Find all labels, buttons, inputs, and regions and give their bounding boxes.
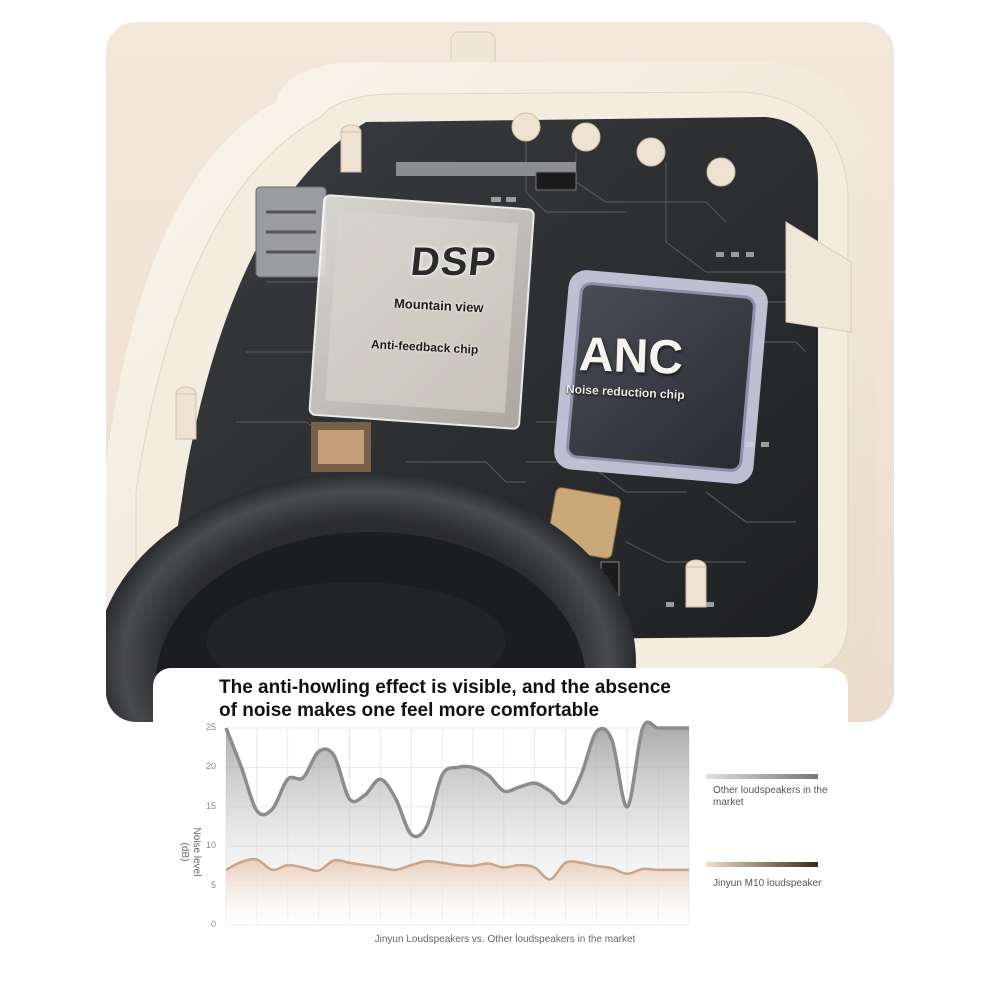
y-axis-label-line-2: (dB) (179, 842, 190, 862)
x-axis-label: Jinyun Loudspeakers vs. Other loudspeake… (374, 934, 636, 945)
y-tick-label: 25 (205, 722, 216, 732)
chart-headline: The anti-howling effect is visible, and … (219, 676, 739, 722)
series-m10-area (226, 859, 689, 925)
chart-areas (224, 720, 690, 925)
series-other-line (224, 720, 690, 839)
speaker-internals-illustration (106, 31, 876, 722)
y-axis-label-line-1: Noise level (191, 827, 202, 877)
headline-line-2: of noise makes one feel more comfortable (219, 700, 600, 721)
legend-label-m10: Jinyun M10 loudspeaker (713, 878, 822, 889)
legend-swatch-other (706, 774, 818, 779)
y-tick-label: 20 (205, 761, 216, 772)
headline-line-1: The anti-howling effect is visible, and … (219, 677, 671, 698)
y-tick-label: 10 (205, 840, 216, 851)
legend-swatch-m10 (706, 862, 818, 867)
legend-label-other: Other loudspeakers in the market (713, 785, 828, 808)
chart-legend-swatches (706, 774, 818, 867)
series-m10-line (225, 857, 689, 881)
product-photo: DSP Mountain view Anti-feedback chip ANC… (106, 22, 894, 722)
y-tick-label: 15 (205, 800, 216, 811)
y-axis-label: Noise level (dB) (178, 812, 202, 892)
y-tick-label: 5 (210, 879, 216, 890)
y-tick-label: 0 (210, 919, 216, 929)
